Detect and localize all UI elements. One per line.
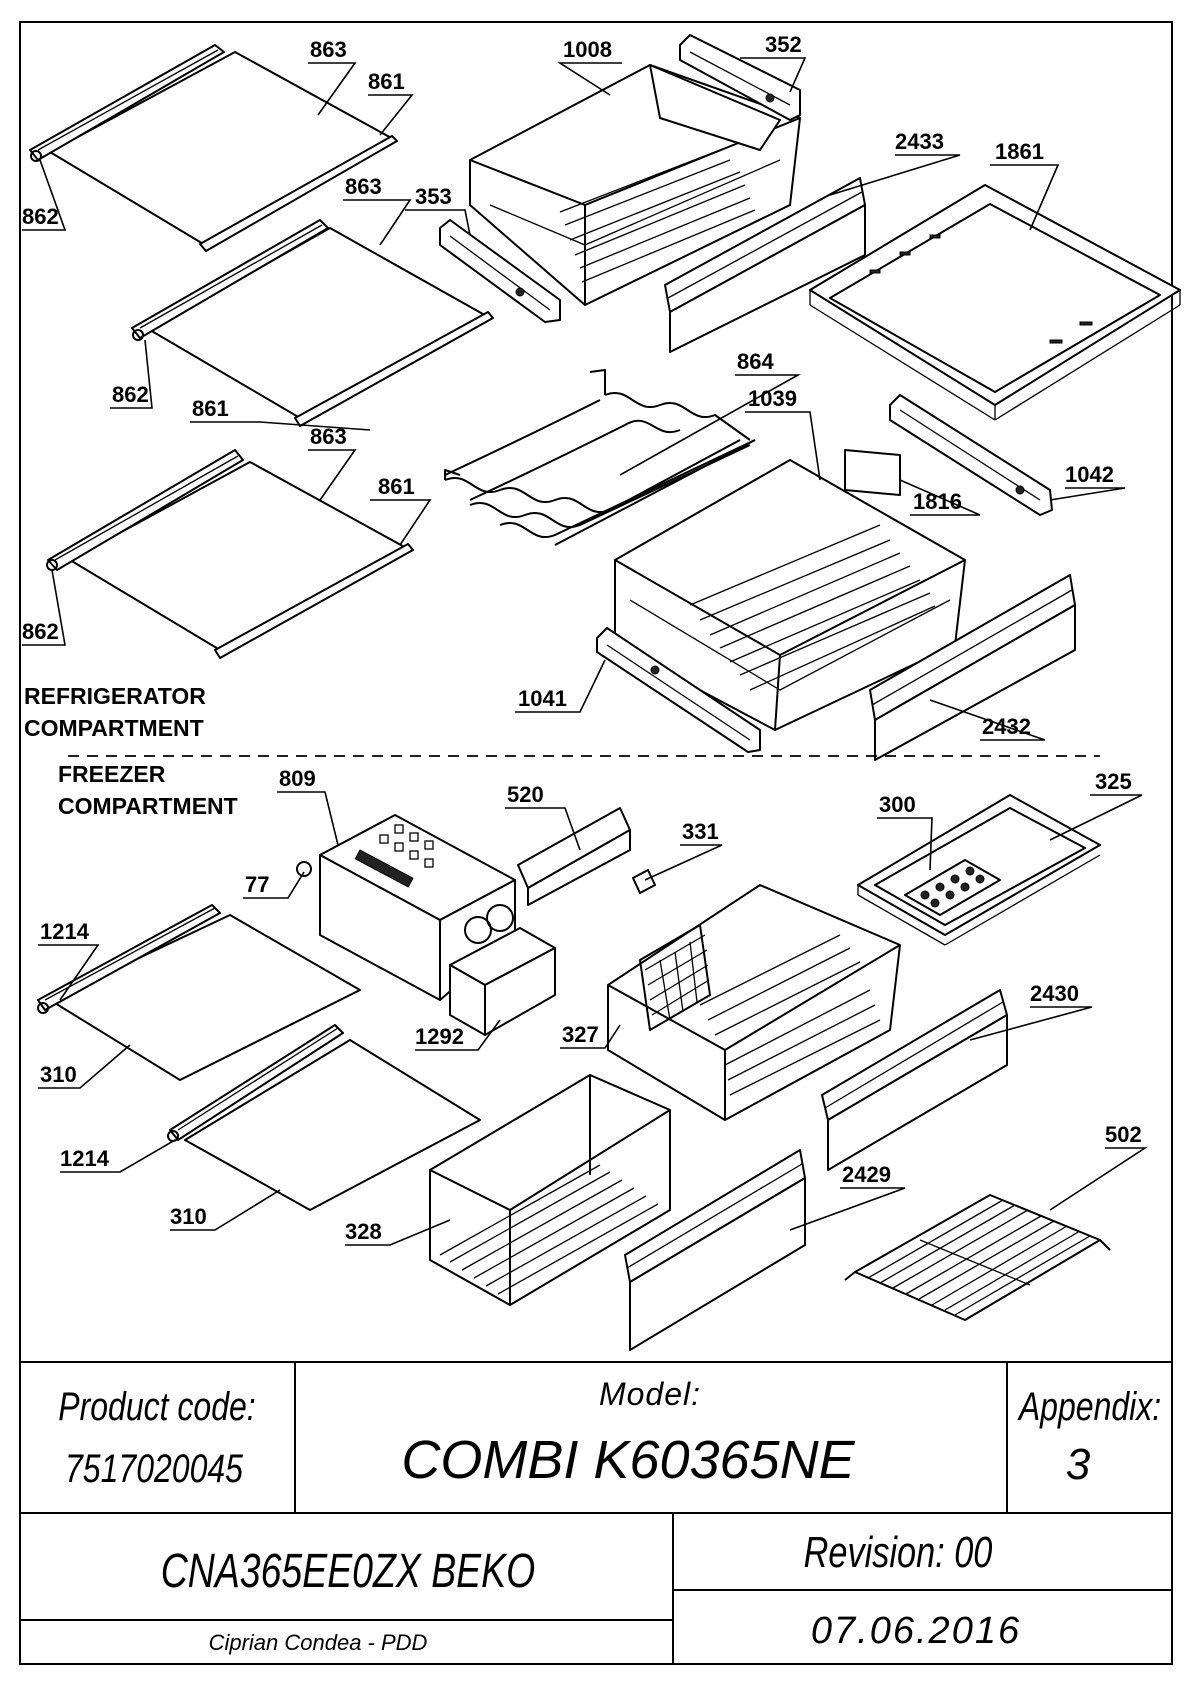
rail-1042 (889, 394, 1053, 516)
refrigerator-heading-line2: COMPARTMENT (24, 715, 204, 741)
callout-310-a: 310 (40, 1062, 77, 1087)
callout-1039: 1039 (748, 386, 797, 411)
tray-300 (904, 859, 1001, 916)
callout-leaders (22, 57, 1148, 1246)
callout-1214-a: 1214 (40, 919, 90, 944)
callout-310-b: 310 (170, 1204, 207, 1229)
callout-2429: 2429 (842, 1162, 891, 1187)
callout-863-c: 863 (310, 424, 347, 449)
freezer-heading-line2: COMPARTMENT (58, 793, 238, 819)
sheet-border (19, 21, 1173, 1665)
callout-861-a: 861 (368, 69, 405, 94)
callout-862-b: 862 (112, 382, 149, 407)
callout-1008: 1008 (563, 37, 612, 62)
callout-861-c: 861 (378, 474, 415, 499)
callout-1816: 1816 (913, 489, 962, 514)
title-block (20, 1361, 1172, 1664)
freezer-heading-line1: FREEZER (58, 761, 166, 787)
cover-2433 (664, 177, 866, 353)
glass-shelf-1 (29, 44, 398, 252)
callout-520: 520 (507, 782, 544, 807)
icemaker-809 (319, 814, 516, 1001)
plate-520 (517, 807, 631, 906)
rail-1041 (596, 627, 761, 753)
drawer-1008 (469, 64, 801, 306)
callout-331: 331 (682, 819, 719, 844)
wine-rack-864 (444, 369, 756, 546)
callout-2432: 2432 (982, 714, 1031, 739)
rail-353 (439, 219, 561, 323)
callout-1041: 1041 (518, 686, 567, 711)
callout-862-a: 862 (22, 204, 59, 229)
callout-1861: 1861 (995, 139, 1044, 164)
callout-353: 353 (415, 184, 452, 209)
cover-2429 (624, 1149, 806, 1351)
callout-502: 502 (1105, 1122, 1142, 1147)
author: Ciprian Condea - PDD (209, 1630, 428, 1655)
freezer-shelf-1 (37, 904, 361, 1081)
callout-325: 325 (1095, 769, 1132, 794)
model-label: Model: (599, 1376, 701, 1412)
bin-1292 (449, 927, 556, 1036)
callout-labels: 863 861 862 1008 352 353 2433 1861 863 8… (22, 32, 1142, 1244)
knob-77 (296, 861, 312, 877)
basket-328 (429, 1074, 671, 1306)
callout-809: 809 (279, 766, 316, 791)
clip-331 (632, 869, 656, 894)
product-code-value: 7517020045 (65, 1446, 244, 1491)
revision: Revision: 00 (804, 1528, 993, 1577)
glass-shelf-3 (46, 449, 414, 659)
model-value: COMBI K60365NE (401, 1430, 855, 1490)
appendix-value: 3 (1066, 1440, 1091, 1489)
drawer-1039 (614, 449, 966, 731)
product-code-label: Product code: (58, 1384, 255, 1429)
cover-2432 (869, 574, 1076, 761)
callout-864: 864 (737, 349, 774, 374)
cover-1861 (809, 184, 1181, 421)
callout-861-b: 861 (192, 396, 229, 421)
appendix-label: Appendix: (1017, 1384, 1161, 1429)
callout-300: 300 (879, 792, 916, 817)
callout-862-c: 862 (22, 619, 59, 644)
callout-1214-b: 1214 (60, 1146, 110, 1171)
rail-352 (679, 34, 801, 121)
callout-1292: 1292 (415, 1024, 464, 1049)
callout-328: 328 (345, 1219, 382, 1244)
callout-863-b: 863 (345, 174, 382, 199)
glass-shelf-2 (131, 219, 494, 427)
callout-2430: 2430 (1030, 981, 1079, 1006)
variant-code: CNA365EE0ZX BEKO (161, 1545, 535, 1599)
callout-1042: 1042 (1065, 462, 1114, 487)
callout-327: 327 (562, 1022, 599, 1047)
wire-shelf-502 (844, 1194, 1111, 1321)
callout-77: 77 (245, 872, 269, 897)
callout-2433: 2433 (895, 129, 944, 154)
refrigerator-heading-line1: REFRIGERATOR (24, 683, 206, 709)
cover-2430 (821, 989, 1008, 1171)
callout-352: 352 (765, 32, 802, 57)
callout-863-a: 863 (310, 37, 347, 62)
date: 07.06.2016 (811, 1610, 1021, 1652)
basket-327 (607, 884, 901, 1121)
freezer-shelf-2 (167, 1024, 481, 1211)
